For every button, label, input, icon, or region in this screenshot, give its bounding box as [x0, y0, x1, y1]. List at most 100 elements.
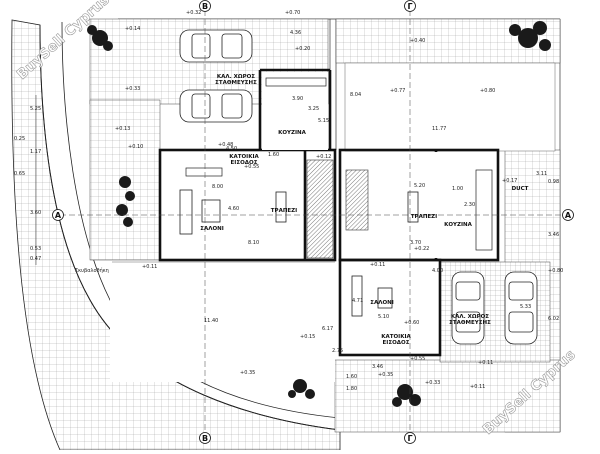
grid-marker-g-bottom: [404, 432, 416, 444]
level-7: +0.77: [390, 88, 405, 94]
level-10: +0.10: [128, 144, 143, 150]
level-3: +0.14: [125, 26, 140, 32]
coffee-table-left: [201, 199, 221, 223]
left-house-walls: [158, 68, 337, 262]
label-duct: DUCT: [512, 186, 529, 192]
dim-22: 3.70: [410, 240, 421, 246]
level-1: +0.32: [186, 10, 201, 16]
dim-11: 3.60: [30, 210, 41, 216]
dim-23: 3.11: [536, 171, 547, 177]
dimensions: 4.36 3.90 3.25 5.15 8.04 11.77 5.25 0.25…: [14, 30, 559, 392]
dim-24: 0.98: [548, 179, 559, 185]
room-dining-left: ΤΡΑΠΕΖΙ: [271, 208, 297, 214]
room-dining-right: ΤΡΑΠΕΖΙ: [411, 214, 437, 220]
level-14: +0.12: [316, 154, 331, 160]
dim-18: 8.10: [248, 240, 259, 246]
grid-label-a-left: A: [55, 211, 62, 220]
shrub-bottom: [288, 379, 421, 407]
dim-34: 1.80: [346, 386, 357, 392]
grid-label-b-top: Β: [202, 2, 208, 11]
room-living-right: ΣΑΛΟΝΙ: [370, 300, 394, 306]
dim-9: 1.17: [30, 149, 41, 155]
level-26: +0.11: [470, 384, 485, 390]
dim-27: 5.10: [378, 314, 389, 320]
kitchen-right-counter: [475, 169, 493, 251]
dim-3: 3.25: [308, 106, 319, 112]
dim-15: 1.60: [268, 152, 279, 158]
grid-lines: [60, 10, 570, 440]
dim-16: 4.60: [228, 206, 239, 212]
level-4: +0.33: [125, 86, 140, 92]
dim-31: 6.17: [322, 326, 333, 332]
car-top-2: [179, 89, 253, 123]
dim-7: 5.25: [30, 106, 41, 112]
car-top-1: [179, 29, 253, 63]
car-bottom-1: [451, 271, 485, 345]
dim-6: 11.77: [432, 126, 446, 132]
grid-marker-b-top: [199, 0, 211, 12]
dim-8: 0.25: [14, 136, 25, 142]
level-20: +0.60: [404, 320, 419, 326]
dining-table-left: [275, 191, 287, 223]
level-17: +0.11: [370, 262, 385, 268]
stair-left: [306, 159, 334, 259]
dim-2: 3.90: [292, 96, 303, 102]
room-kitchen-left: ΚΟΥΖΙΝΑ: [278, 130, 307, 136]
dim-35: 2.75: [332, 348, 343, 354]
grid-marker-a-right: [562, 209, 574, 221]
level-8: +0.80: [480, 88, 495, 94]
dim-21: 2.30: [464, 202, 475, 208]
garden-right: [344, 62, 556, 152]
dim-25: 3.46: [548, 232, 559, 238]
dim-5: 8.04: [350, 92, 361, 98]
room-kitchen-right: ΚΟΥΖΙΝΑ: [444, 222, 473, 228]
grid-label-b-bottom: Β: [202, 434, 208, 443]
tree-top-right: [509, 21, 551, 51]
dim-13: 0.47: [30, 256, 41, 262]
level-9: +0.13: [115, 126, 130, 132]
dim-14: 4.50: [226, 146, 237, 152]
level-21: +0.55: [410, 356, 425, 362]
grid-markers: [52, 0, 574, 444]
dim-17: 8.00: [212, 184, 223, 190]
dim-36: 4.00: [432, 268, 443, 274]
dining-table-right: [407, 191, 419, 223]
level-19: +0.15: [300, 334, 315, 340]
label-retaining: Σκυβαλοθήκη: [75, 267, 109, 274]
level-6: +0.40: [410, 38, 425, 44]
dim-4: 5.15: [318, 118, 329, 124]
dim-33: 1.60: [346, 374, 357, 380]
dim-12: 0.53: [30, 246, 41, 252]
kitchen-left-counter: [265, 77, 327, 87]
grid-label-g-top: Γ: [407, 2, 412, 11]
car-bottom-2: [504, 271, 538, 345]
dim-29: 6.02: [548, 316, 559, 322]
level-24: +0.35: [378, 372, 393, 378]
dim-30: 11.40: [204, 318, 218, 324]
sofa-left: [179, 189, 193, 235]
dim-28: 5.33: [520, 304, 531, 310]
dim-10: 0.65: [14, 171, 25, 177]
level-15: +0.11: [142, 264, 157, 270]
grid-marker-b-bottom: [199, 432, 211, 444]
level-13: +0.17: [502, 178, 517, 184]
dim-19: 5.20: [414, 183, 425, 189]
paving-bottom: [334, 359, 561, 433]
garden-centre: [110, 262, 335, 382]
level-marks: +0.32 +0.70 +0.14 +0.33 +0.20 +0.40 +0.7…: [115, 10, 563, 390]
dim-20: 1.00: [452, 186, 463, 192]
tv-unit-left: [185, 167, 223, 177]
grid-label-a-right: A: [565, 211, 572, 220]
tree-top-left: [87, 25, 113, 51]
dim-26: 4.71: [352, 298, 363, 304]
coffee-table-right: [377, 287, 393, 309]
grid-label-g-bottom: Γ: [407, 434, 412, 443]
level-12: +0.55: [244, 164, 259, 170]
room-living-left: ΣΑΛΟΝΙ: [200, 226, 224, 232]
